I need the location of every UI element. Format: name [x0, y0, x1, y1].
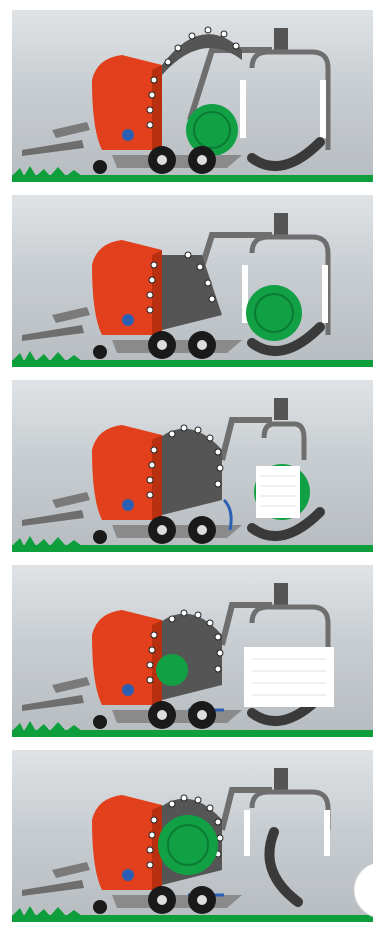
wrapper-rotor-head — [274, 768, 288, 790]
pickup-wheel — [93, 900, 107, 914]
pickup-wheel — [93, 715, 107, 729]
process-step-2-illustration — [12, 195, 373, 367]
wheel-rear-hub — [197, 155, 207, 165]
wrap-film-layers — [256, 466, 300, 518]
wrapper-rotor-head — [274, 213, 288, 235]
process-step-3-illustration — [12, 380, 373, 552]
new-bale-forming — [156, 654, 188, 686]
hydraulic-cylinder — [122, 684, 134, 696]
hydraulic-cylinder — [122, 869, 134, 881]
wrapper-arm-ring — [252, 52, 328, 150]
chassis — [112, 340, 242, 353]
ground-strip — [12, 730, 373, 737]
wheel-front-hub — [157, 710, 167, 720]
drawbar — [22, 510, 84, 526]
wrapper-frame — [222, 605, 272, 645]
wheel-front-hub — [157, 525, 167, 535]
wrapper-rotor-head — [274, 28, 288, 50]
wheel-rear-hub — [197, 525, 207, 535]
process-step-4-illustration — [12, 565, 373, 737]
film-roll-right — [324, 810, 330, 856]
wheel-rear-hub — [197, 710, 207, 720]
drawbar — [22, 325, 84, 341]
drawbar — [22, 880, 84, 896]
grass-swath — [12, 906, 82, 916]
wheel-front-hub — [157, 340, 167, 350]
pickup-wheel — [93, 530, 107, 544]
process-step-2-panel — [12, 195, 373, 367]
wrapping-table-tilted — [269, 832, 298, 902]
film-roll-right — [322, 265, 328, 323]
process-step-5-illustration — [12, 750, 373, 922]
support-arm — [52, 492, 90, 508]
wrapper-arm-ring — [264, 424, 304, 460]
grass-swath — [12, 721, 82, 731]
chassis — [112, 895, 242, 908]
ground-strip — [12, 915, 373, 922]
drawbar — [22, 140, 84, 156]
film-roll-left — [244, 810, 250, 856]
support-arm — [52, 862, 90, 878]
process-step-1-panel — [12, 10, 373, 182]
chamber-roller-arc — [162, 255, 222, 330]
chamber-roller-arc — [162, 429, 222, 515]
wheel-rear-hub — [197, 895, 207, 905]
wrapper-rotor-head — [274, 398, 288, 420]
chassis — [112, 710, 242, 723]
hydraulic-cylinder — [122, 314, 134, 326]
chassis — [112, 525, 242, 538]
ground-strip — [12, 175, 373, 182]
film-roll-right — [320, 80, 326, 138]
ground-strip — [12, 360, 373, 367]
wheel-front-hub — [157, 155, 167, 165]
process-step-4-panel — [12, 565, 373, 737]
grass-swath — [12, 351, 82, 361]
wrapped-bale — [244, 647, 334, 707]
support-arm — [52, 122, 90, 138]
grass-swath — [12, 536, 82, 546]
pickup-wheel — [93, 160, 107, 174]
wrapper-arm-ring — [252, 792, 328, 830]
process-step-5-panel — [12, 750, 373, 922]
grass-swath — [12, 166, 82, 176]
ground-strip — [12, 545, 373, 552]
wrapper-rotor-head — [274, 583, 288, 605]
ejected-wrapped-bale — [354, 862, 373, 918]
film-roll-left — [240, 80, 246, 138]
wheel-front-hub — [157, 895, 167, 905]
wrapping-table — [252, 142, 320, 166]
process-step-3-panel — [12, 380, 373, 552]
chassis — [112, 155, 242, 168]
support-arm — [52, 677, 90, 693]
drawbar — [22, 695, 84, 711]
wheel-rear-hub — [197, 340, 207, 350]
pickup-wheel — [93, 345, 107, 359]
process-step-1-illustration — [12, 10, 373, 182]
chamber-roller-arc — [162, 34, 242, 75]
support-arm — [52, 307, 90, 323]
hydraulic-cylinder — [122, 129, 134, 141]
hydraulic-cylinder — [122, 499, 134, 511]
